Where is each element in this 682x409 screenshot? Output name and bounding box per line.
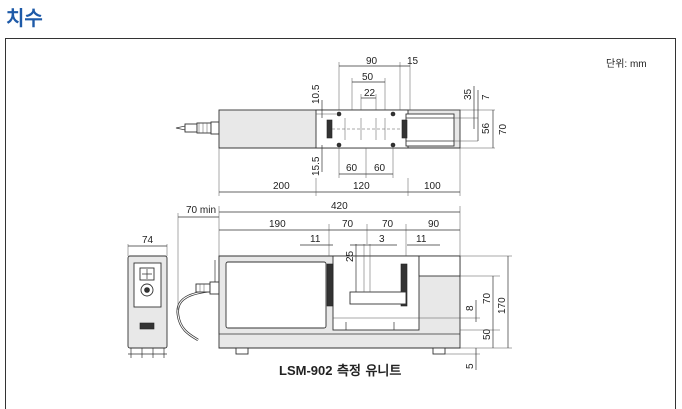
dim-front-90: 90: [428, 219, 440, 230]
caption-text: 측정 유니트: [337, 363, 401, 379]
dim-front-420: 420: [331, 201, 348, 212]
dim-front-70: 70: [482, 292, 493, 304]
dim-top-7: 7: [481, 94, 492, 100]
dim-top-50: 50: [362, 72, 374, 83]
front-view-panel: [225, 261, 327, 329]
caption-model: LSM-902: [279, 363, 332, 378]
dim-front-8: 8: [465, 305, 476, 311]
dim-front-5: 5: [465, 363, 476, 369]
dim-top-56: 56: [481, 122, 492, 134]
dim-top-35: 35: [463, 88, 474, 100]
front-view-cable: [176, 288, 220, 342]
dim-front-70b: 70: [382, 219, 394, 230]
top-view: 90 15 50 22 10.5 15.5 35 7: [175, 56, 509, 196]
dim-top-60b: 60: [374, 163, 386, 174]
dim-top-70: 70: [498, 123, 509, 135]
dim-front-50: 50: [482, 328, 493, 340]
drawing-frame: [5, 38, 676, 409]
dim-front-3: 3: [379, 234, 385, 245]
top-view-probe: [175, 121, 220, 135]
dim-top-15: 15: [407, 56, 419, 67]
dim-top-120: 120: [353, 181, 370, 192]
dim-top-60a: 60: [346, 163, 358, 174]
dim-front-70min: 70 min: [186, 205, 216, 216]
front-view: 70 min 420: [176, 201, 512, 370]
dim-top-200: 200: [273, 181, 290, 192]
dim-top-10-5: 10.5: [311, 84, 322, 104]
dim-front-190: 190: [269, 219, 286, 230]
dim-top-22: 22: [364, 88, 376, 99]
dim-top-15-5: 15.5: [311, 156, 322, 176]
dim-front-70a: 70: [342, 219, 354, 230]
dim-top-90: 90: [366, 56, 378, 67]
side-view: 74: [127, 235, 168, 358]
unit-label: 단위: mm: [606, 57, 647, 70]
dim-top-100: 100: [424, 181, 441, 192]
dim-side-74: 74: [142, 235, 154, 246]
section-heading: 치수: [6, 6, 43, 30]
dim-front-11b: 11: [416, 234, 427, 245]
dim-front-170: 170: [497, 297, 508, 314]
dim-front-11a: 11: [310, 234, 321, 245]
dim-front-25: 25: [345, 250, 356, 262]
